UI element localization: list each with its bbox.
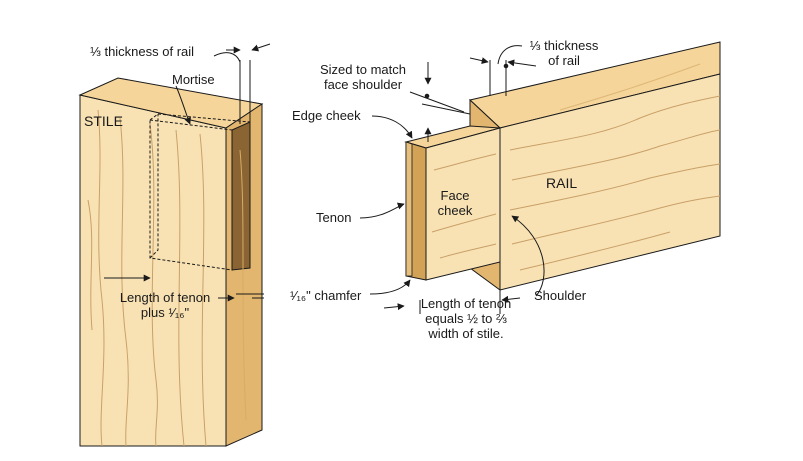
label-edge-cheek: Edge cheek (292, 108, 361, 123)
label-mortise: Mortise (172, 72, 215, 87)
label-face-cheek: Face cheek (437, 188, 473, 218)
leaders (104, 43, 545, 314)
label-length-tenon-equals: Length of tenon equals ½ to ⅔ width of s… (420, 296, 512, 341)
label-length-tenon-plus: Length of tenon plus ¹⁄₁₆" (119, 290, 211, 320)
mortise-hidden-outline (149, 119, 233, 271)
label-tenon: Tenon (316, 210, 352, 225)
label-shoulder: Shoulder (534, 288, 587, 303)
label-third-thickness-rail-right: ⅓ thickness of rail (529, 38, 599, 68)
stile (78, 77, 264, 447)
mortise-opening (231, 121, 251, 271)
rail (468, 41, 721, 291)
label-sized-to-match: Sized to match face shoulder (320, 62, 406, 92)
tenon (404, 125, 501, 281)
label-chamfer: ¹⁄₁₆" chamfer (290, 288, 362, 303)
label-third-thickness-rail-left: ⅓ thickness of rail (90, 44, 195, 59)
label-stile: STILE (84, 113, 123, 129)
label-rail: RAIL (546, 175, 578, 191)
